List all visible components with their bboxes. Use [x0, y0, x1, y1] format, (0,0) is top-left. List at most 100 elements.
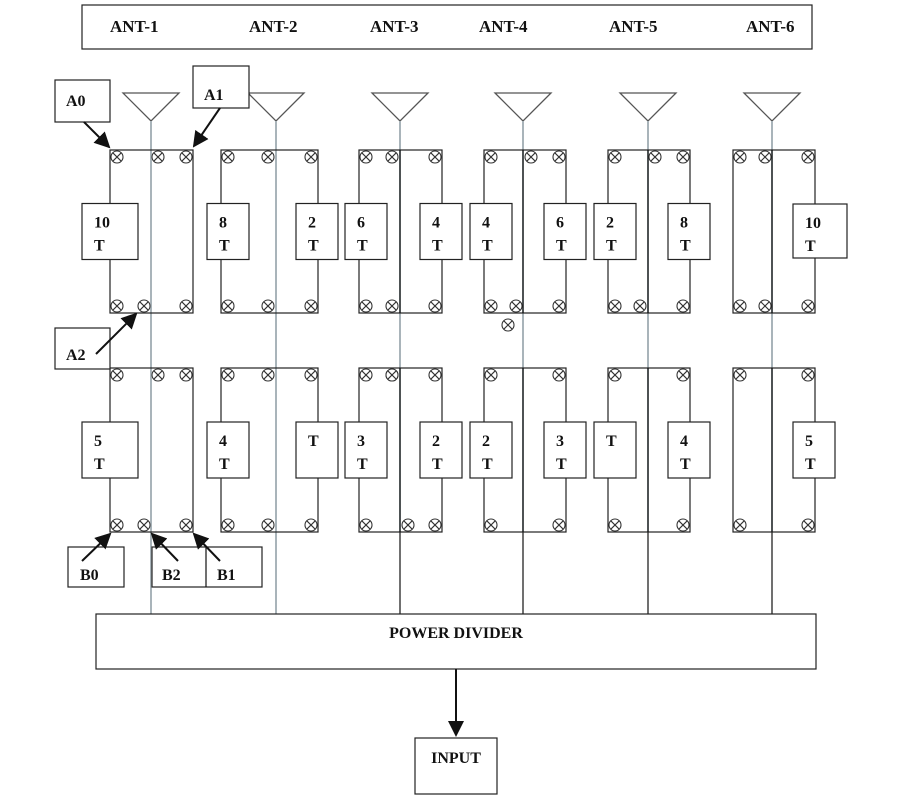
- switch-x-circle-icon: [385, 299, 399, 313]
- switch-x-circle-icon: [385, 150, 399, 164]
- delay-unit-label: T: [432, 456, 443, 473]
- upper-switch-network: 2T 8T: [593, 149, 711, 314]
- bit-count-label: 8: [680, 215, 688, 232]
- callout-b0-label: B0: [80, 567, 99, 584]
- bit-count-label: 4: [432, 215, 440, 232]
- phase-shifter-block: 6T: [543, 202, 587, 261]
- switch-x-circle-icon: [758, 150, 772, 164]
- delay-unit-label: T: [357, 456, 368, 473]
- switch-x-circle-icon: [261, 299, 275, 313]
- switch-x-circle-icon: [304, 150, 318, 164]
- switch-x-circle-icon: [359, 518, 373, 532]
- antenna-label-2: ANT-2: [249, 17, 298, 36]
- bit-count-label: 3: [556, 433, 564, 450]
- phase-shifter-block: 2T: [295, 202, 339, 261]
- input-block: INPUT: [414, 737, 498, 795]
- delay-unit-label: T: [805, 456, 816, 473]
- callout-a2: A2: [54, 312, 138, 370]
- switch-x-circle-icon: [509, 299, 523, 313]
- phase-shifter-block: 8T: [667, 202, 711, 261]
- switch-x-circle-icon: [733, 299, 747, 313]
- arrow-icon: [192, 532, 221, 562]
- callout-a1: A1: [192, 65, 250, 148]
- switch-x-circle-icon: [608, 368, 622, 382]
- switch-x-circle-icon: [304, 518, 318, 532]
- bit-count-label: 4: [219, 433, 227, 450]
- switch-x-circle-icon: [758, 299, 772, 313]
- switch-x-circle-icon: [633, 299, 647, 313]
- phase-shifter-block: 2T: [419, 421, 463, 479]
- callout-b2-b1: B2 B1: [150, 532, 263, 588]
- callout-a0-label: A0: [66, 93, 86, 110]
- bit-count-label: 5: [94, 433, 102, 450]
- antenna-label-5: ANT-5: [609, 17, 658, 36]
- switch-x-circle-icon: [608, 150, 622, 164]
- switch-x-circle-icon: [733, 150, 747, 164]
- phase-shifter-block: 5T: [81, 421, 139, 479]
- switch-x-circle-icon: [261, 518, 275, 532]
- callout-a0: A0: [54, 79, 111, 149]
- switch-x-circle-icon: [801, 518, 815, 532]
- switch-x-circle-icon: [428, 518, 442, 532]
- phase-shifter-block: 4T: [469, 202, 513, 261]
- switch-x-circle-icon: [385, 368, 399, 382]
- delay-unit-label: T: [556, 456, 567, 473]
- delay-unit-label: T: [482, 238, 493, 255]
- switch-x-circle-icon: [151, 150, 165, 164]
- switch-x-circle-icon: [733, 368, 747, 382]
- callout-b0: B0: [67, 532, 125, 588]
- switch-x-circle-icon: [608, 299, 622, 313]
- switch-x-circle-icon: [137, 299, 151, 313]
- switch-x-circle-icon: [110, 368, 124, 382]
- phase-shifter-block: 10T: [81, 202, 139, 261]
- antenna-triangle-icon: [618, 92, 678, 122]
- lower-switch-network: 5T: [732, 367, 836, 533]
- bit-count-label: 4: [680, 433, 688, 450]
- bit-count-label: 10: [94, 215, 110, 232]
- bit-count-label: 4: [482, 215, 490, 232]
- switch-x-circle-icon: [221, 299, 235, 313]
- bit-count-label: 2: [606, 215, 614, 232]
- phase-shifter-block: 2T: [593, 202, 637, 261]
- callout-b2-label: B2: [162, 567, 181, 584]
- switch-x-circle-icon: [676, 518, 690, 532]
- phase-shifter-block: 5T: [792, 421, 836, 479]
- delay-unit-label: T: [680, 456, 691, 473]
- upper-switch-network: 10T: [732, 149, 848, 314]
- bit-count-label: 10: [805, 215, 821, 232]
- antenna-label-4: ANT-4: [479, 17, 528, 36]
- antenna-label-3: ANT-3: [370, 17, 419, 36]
- switch-x-circle-icon: [608, 518, 622, 532]
- antenna-triangle-icon: [121, 92, 181, 122]
- switch-x-circle-icon: [179, 368, 193, 382]
- switch-x-circle-icon: [179, 518, 193, 532]
- power-divider-label: POWER DIVIDER: [389, 625, 523, 642]
- switch-x-circle-icon: [359, 299, 373, 313]
- callout-a1-label: A1: [204, 87, 224, 104]
- antenna-label-1: ANT-1: [110, 17, 159, 36]
- arrow-icon: [192, 107, 221, 148]
- switch-x-circle-icon: [304, 299, 318, 313]
- upper-switch-network: 10T: [81, 149, 194, 314]
- lower-switch-network: 4T T: [206, 367, 339, 533]
- phase-shifter-block: T: [295, 421, 339, 479]
- phase-shifter-block: 4T: [206, 421, 250, 479]
- switch-x-circle-icon: [676, 150, 690, 164]
- phase-shifter-block: 10T: [792, 203, 848, 259]
- switch-x-circle-icon: [552, 150, 566, 164]
- switch-x-circle-icon: [304, 368, 318, 382]
- switch-x-circle-icon: [359, 150, 373, 164]
- switch-x-circle-icon: [801, 299, 815, 313]
- delay-unit-label: T: [482, 456, 493, 473]
- switch-x-circle-icon: [221, 368, 235, 382]
- delay-unit-label: T: [219, 238, 230, 255]
